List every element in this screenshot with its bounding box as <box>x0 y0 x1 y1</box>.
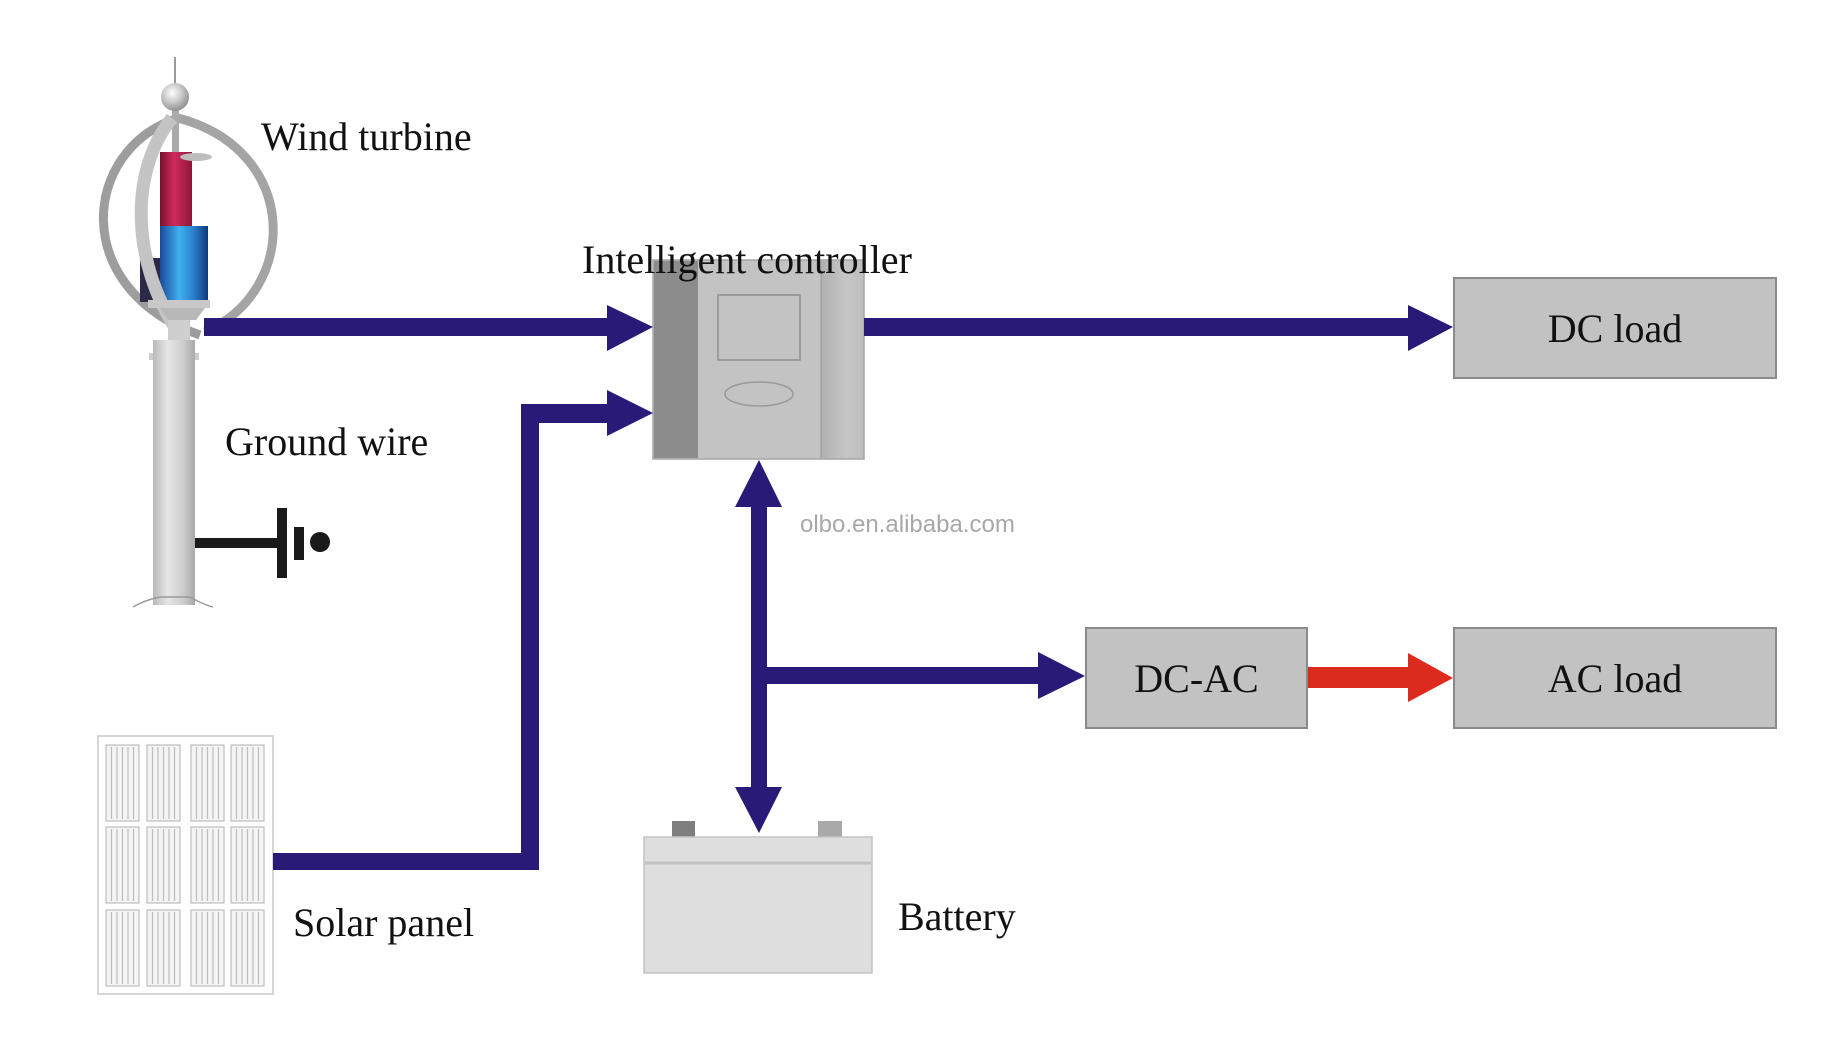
solar-cell <box>105 744 140 822</box>
arrow-to-dc-ac <box>767 652 1085 699</box>
solar-cell <box>230 744 265 822</box>
solar-cell <box>190 909 225 987</box>
turbine-pole <box>132 340 214 608</box>
arrow-dc-ac-to-ac-load <box>1308 653 1453 702</box>
solar-cell <box>146 909 181 987</box>
solar-cell <box>190 744 225 822</box>
arrow-controller-to-dc-load <box>864 305 1453 351</box>
solar-cell <box>105 826 140 904</box>
battery-icon <box>643 821 873 974</box>
solar-cell <box>146 744 181 822</box>
intelligent-controller-icon <box>652 259 865 460</box>
solar-cell <box>230 909 265 987</box>
flow-arrows <box>204 305 1453 870</box>
solar-panel-label: Solar panel <box>293 900 475 945</box>
solar-cell <box>146 826 181 904</box>
wind-turbine-label: Wind turbine <box>261 114 472 159</box>
dc-load-box: DC load <box>1453 277 1777 379</box>
solar-cell <box>190 826 225 904</box>
intelligent-controller-label: Intelligent controller <box>582 237 912 282</box>
ground-wire-label: Ground wire <box>225 419 429 464</box>
ac-load-box: AC load <box>1453 627 1777 729</box>
watermark: olbo.en.alibaba.com <box>800 511 1015 538</box>
battery-label: Battery <box>898 894 1016 939</box>
wind-turbine-icon <box>99 57 278 340</box>
solar-cell <box>105 909 140 987</box>
solar-panel-icon <box>97 735 274 995</box>
dc-ac-inverter-box: DC-AC <box>1085 627 1308 729</box>
ground-symbol-icon <box>195 508 330 578</box>
arrow-wind-to-controller <box>204 305 653 351</box>
solar-cell <box>230 826 265 904</box>
arrow-controller-battery-bidirectional <box>735 460 782 833</box>
